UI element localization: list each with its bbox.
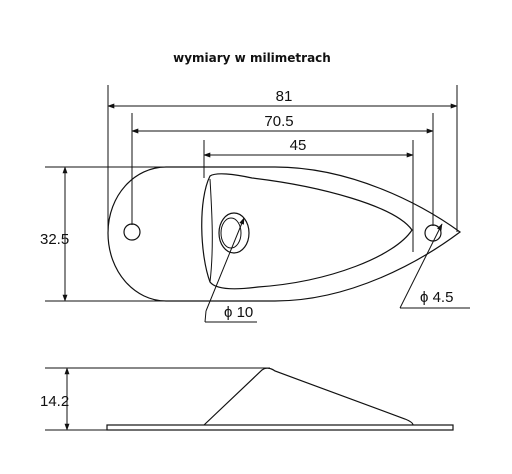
jack-recess-outline [201,173,413,290]
right-mounting-hole [424,224,442,242]
dimension-overall-length: 81 [107,85,458,232]
leader-line [204,310,207,323]
dimension-height: 14.2 [40,367,270,431]
leader-line [399,223,443,309]
dimension-label: ϕ 4.5 [420,289,453,306]
dimension-inner-length: 45 [203,137,414,252]
jack-recess-inner-edge [209,178,213,283]
dimension-hole-diameter: ϕ 4.5 [399,223,470,309]
dimension-jack-diameter: ϕ 10 [204,217,257,323]
dimension-label: 32.5 [40,231,69,248]
dimension-label: 14.2 [40,393,69,410]
side-base-plate [106,424,454,431]
jack-hole [218,212,250,254]
side-jack-profile [203,367,414,426]
drawing-title: wymiary w milimetrach [173,51,331,65]
jack-hole-inner [220,217,242,249]
left-mounting-hole [123,223,141,241]
dimension-width: 32.5 [40,166,166,302]
dimension-label: 81 [276,88,293,105]
dimension-hole-spacing: 70.5 [131,113,434,226]
side-view [106,367,454,431]
leader-line [205,217,245,312]
dimension-label: ϕ 10 [224,304,253,321]
plate-outline [107,166,462,302]
top-view [107,166,462,302]
dimension-label: 70.5 [264,113,293,130]
dimension-label: 45 [290,137,307,154]
